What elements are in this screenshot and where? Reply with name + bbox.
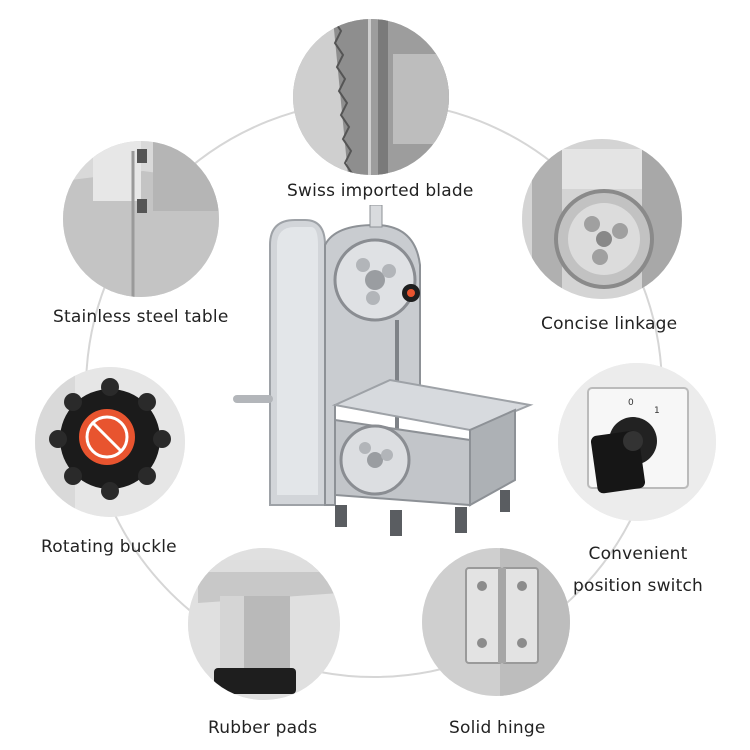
- feature-label-hinge: Solid hinge: [449, 718, 546, 738]
- feature-label-linkage: Concise linkage: [541, 314, 678, 334]
- feature-label-table: Stainless steel table: [53, 307, 229, 327]
- wheel-linkage-icon: [522, 139, 682, 299]
- feature-label-blade: Swiss imported blade: [287, 181, 474, 201]
- feature-label-buckle: Rotating buckle: [41, 537, 177, 557]
- feature-label-switch-line2: position switch: [572, 576, 703, 596]
- band-saw-machine: [215, 204, 535, 545]
- knob-icon: [35, 367, 185, 517]
- steel-table-icon: [63, 141, 219, 297]
- rubber-pad-icon: [188, 548, 340, 700]
- hinge-icon: [422, 548, 570, 696]
- feature-label-switch: Convenient position switch: [568, 538, 708, 602]
- switch-mark-0: 0: [628, 398, 634, 408]
- saw-blade-icon: [293, 19, 449, 175]
- feature-label-switch-line1: Convenient: [588, 544, 688, 564]
- switch-mark-1: 1: [654, 406, 660, 416]
- rotary-switch-icon: 0 1: [558, 363, 716, 521]
- feature-label-pads: Rubber pads: [208, 718, 318, 738]
